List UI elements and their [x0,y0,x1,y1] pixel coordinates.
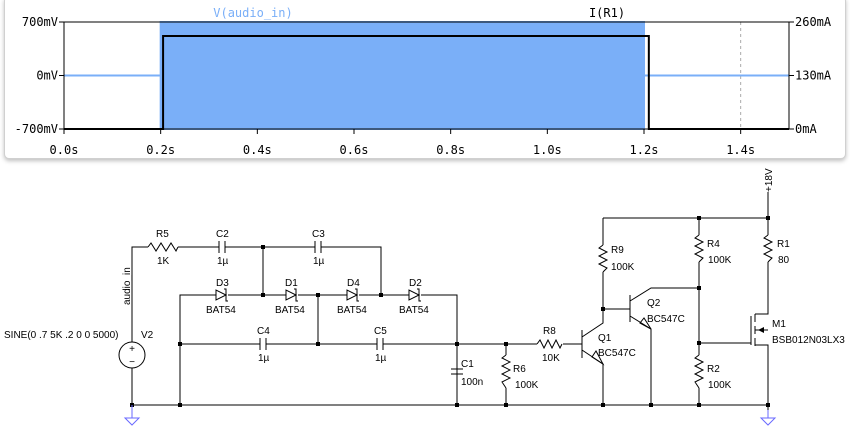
y-left-tick-label: 700mV [22,15,58,29]
v2-value[interactable]: SINE(0 .7 5K .2 0 0 5000) [4,330,119,341]
r6-value[interactable]: 100K [515,380,539,391]
d4-value[interactable]: BAT54 [337,305,367,316]
x-tick-label: 0.8s [436,143,465,157]
y-right-tick-label: 260mA [795,15,832,29]
c5-value[interactable]: 1µ [375,353,387,364]
c3-capacitor-icon[interactable] [314,241,322,253]
c2-value[interactable]: 1µ [217,256,229,267]
r2-value[interactable]: 100K [708,380,732,391]
d1-value[interactable]: BAT54 [275,305,305,316]
d2-diode-icon[interactable] [408,288,421,302]
r1-name[interactable]: R1 [777,239,790,250]
x-tick-label: 1.4s [726,143,755,157]
q2-name[interactable]: Q2 [647,298,661,309]
c5-name[interactable]: C5 [374,326,387,337]
trace-label-v-audio-in[interactable]: V(audio_in) [213,6,292,20]
q1-emitter-arrow [591,350,605,366]
r4-resistor-icon[interactable] [693,234,705,263]
r6-resistor-icon[interactable] [500,354,512,389]
plus-sign: + [129,344,135,355]
r9-resistor-icon[interactable] [597,244,609,273]
r2-name[interactable]: R2 [707,364,720,375]
r5-resistor-icon[interactable] [147,242,179,253]
d3-value[interactable]: BAT54 [206,305,236,316]
y-right-tick-label: 0mA [795,122,817,136]
r6-name[interactable]: R6 [513,364,526,375]
q1-value[interactable]: BC547C [598,348,636,359]
r5-value[interactable]: 1K [157,256,170,267]
r4-value[interactable]: 100K [708,255,732,266]
d2-name[interactable]: D2 [409,278,422,289]
minus-sign: − [129,357,135,368]
y-left-tick-label: -700mV [15,122,58,136]
c2-capacitor-icon[interactable] [218,241,226,253]
d1-name[interactable]: D1 [285,278,298,289]
r2-resistor-icon[interactable] [693,354,705,389]
m1-name[interactable]: M1 [772,319,786,330]
d3-name[interactable]: D3 [216,278,229,289]
trace-label-i-r1[interactable]: I(R1) [589,6,625,20]
x-tick-label: 0.6s [340,143,369,157]
y-right-tick-label: 130mA [795,69,832,83]
c1-capacitor-icon[interactable] [451,344,463,405]
net-label-18v[interactable]: +18V [764,168,775,192]
c3-value[interactable]: 1µ [313,256,325,267]
d3-diode-icon[interactable] [215,288,228,302]
c2-name[interactable]: C2 [216,229,229,240]
m1-body-arrow [758,327,764,333]
c4-capacitor-icon[interactable] [259,338,267,350]
net-label-audio-in[interactable]: audio_in [122,267,133,305]
v2-voltage-source-icon[interactable]: + − [118,341,146,369]
r8-resistor-icon[interactable] [536,338,563,350]
r9-name[interactable]: R9 [611,245,624,256]
d4-diode-icon[interactable] [346,288,359,302]
r5-name[interactable]: R5 [156,229,169,240]
d1-diode-icon[interactable] [285,288,298,302]
r1-resistor-icon[interactable] [762,234,774,263]
c1-value[interactable]: 100n [461,377,483,388]
waveform-plot[interactable]: 0.0s 0.2s 0.4s 0.6s 0.8s 1.0s 1.2s 1.4s 700mV 0mV… [0,0,850,160]
x-tick-label: 0.4s [243,143,272,157]
ground-icon [759,410,777,426]
ground-icon [123,405,141,426]
q2-emitter-arrow [639,317,652,330]
x-tick-label: 0.2s [146,143,175,157]
q1-name[interactable]: Q1 [598,333,612,344]
c4-value[interactable]: 1µ [258,353,270,364]
x-tick-label: 0.0s [50,143,79,157]
y-left-tick-label: 0mV [36,69,58,83]
q2-value[interactable]: BC547C [647,314,685,325]
d2-value[interactable]: BAT54 [399,305,429,316]
r8-name[interactable]: R8 [543,326,556,337]
r4-name[interactable]: R4 [707,239,720,250]
series-v-audio-in [64,21,789,130]
x-tick-label: 1.0s [533,143,562,157]
c1-name[interactable]: C1 [461,359,474,370]
r8-value[interactable]: 10K [542,353,560,364]
c5-capacitor-icon[interactable] [376,338,384,350]
r9-value[interactable]: 100K [611,262,635,273]
r1-value[interactable]: 80 [778,255,790,266]
v2-name[interactable]: V2 [141,330,154,341]
m1-value[interactable]: BSB012N03LX3 [772,335,845,346]
d4-name[interactable]: D4 [347,278,360,289]
c3-name[interactable]: C3 [312,229,325,240]
c4-name[interactable]: C4 [257,326,270,337]
x-tick-label: 1.2s [630,143,659,157]
